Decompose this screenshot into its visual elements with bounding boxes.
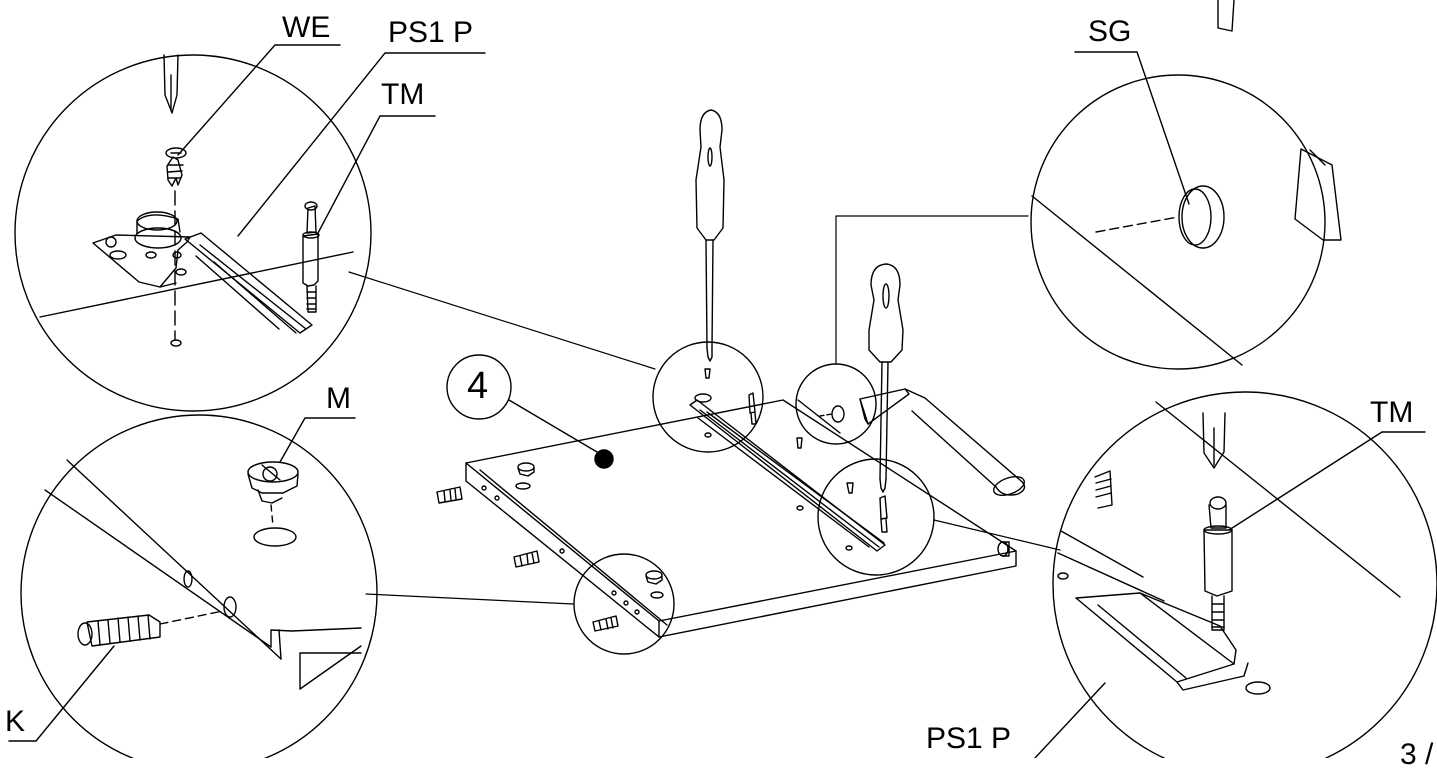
label-tm-top: TM [381,78,425,111]
partial-tool-top [1217,0,1235,32]
step-number: 4 [467,365,489,407]
detail-circle-top-right [1030,51,1342,370]
label-we: WE [282,11,331,44]
detail-circle-top-left [14,44,486,412]
hammer [859,388,1026,496]
label-tm-right: TM [1370,396,1414,429]
label-ps1p-top: PS1 P [388,16,474,49]
screwdriver-long [695,109,725,362]
screwdriver-short [868,263,904,493]
detail-circle-bottom-right [1034,391,1437,758]
label-ps1p-bottom: PS1 P [926,722,1012,755]
detail-circle-bottom-left [8,414,378,758]
label-k: K [5,705,26,738]
label-m: M [326,382,351,415]
page-number: 3 / [1400,738,1434,771]
step-number-circle [446,354,512,420]
leader-lines [348,215,1061,605]
main-panel-assembly [436,341,1017,655]
label-sg: SG [1088,15,1132,48]
